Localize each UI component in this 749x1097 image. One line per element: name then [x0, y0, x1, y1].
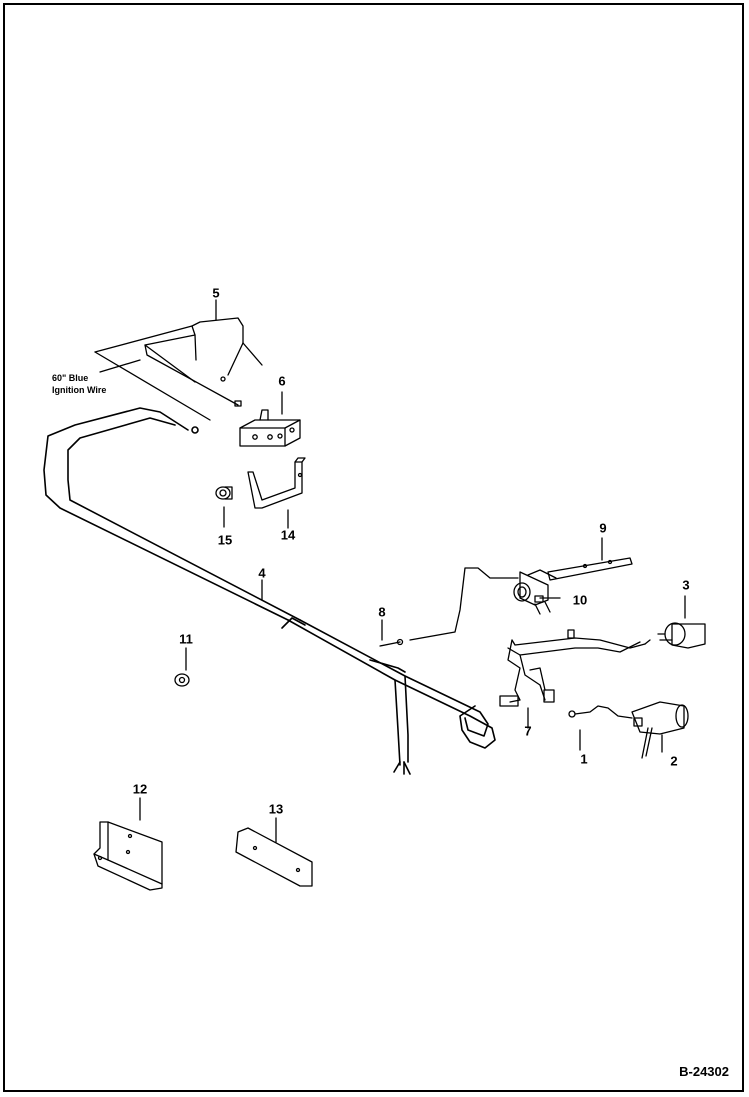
- grommet: [215, 486, 233, 500]
- wire-note-line1: 60" Blue: [52, 373, 89, 383]
- callout-6: 6: [278, 373, 286, 389]
- callout-7: 7: [524, 723, 532, 739]
- mounting-bracket: [247, 457, 306, 509]
- callout-3: 3: [682, 577, 690, 593]
- callout-15: 15: [217, 532, 233, 548]
- main-wire-harness: [43, 407, 496, 775]
- strap: [547, 557, 633, 581]
- callout-13: 13: [268, 801, 284, 817]
- ignition-wire-harness: [94, 317, 263, 421]
- drawing-number: B-24302: [679, 1064, 729, 1079]
- callout-4: 4: [258, 565, 266, 581]
- callout-9: 9: [599, 520, 607, 536]
- wire-note-line2: Ignition Wire: [52, 385, 107, 395]
- angle-bracket: [93, 821, 163, 891]
- callout-2: 2: [670, 753, 678, 769]
- actuator-2: [631, 701, 689, 759]
- switch-assembly: [409, 567, 557, 641]
- connector-8: [379, 638, 404, 647]
- wire-clip: [174, 673, 190, 687]
- component-3: [657, 622, 706, 649]
- callout-14: 14: [280, 527, 296, 543]
- callout-8: 8: [378, 604, 386, 620]
- terminal-block: [239, 409, 301, 447]
- callout-10: 10: [572, 592, 588, 608]
- diagram-frame: [3, 3, 744, 1092]
- leader-line-note: [99, 359, 141, 373]
- callout-5: 5: [212, 285, 220, 301]
- harness-7: [499, 629, 651, 707]
- callout-11: 11: [179, 631, 193, 647]
- flat-plate: [235, 827, 313, 887]
- wire-lead: [568, 705, 633, 719]
- wire-note: 60" Blue Ignition Wire: [52, 372, 106, 396]
- callout-1: 1: [580, 751, 588, 767]
- callout-12: 12: [132, 781, 148, 797]
